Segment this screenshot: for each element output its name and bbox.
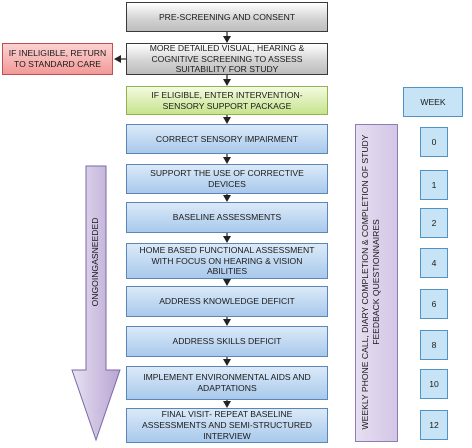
step-label: ADDRESS SKILLS DEFICIT: [172, 336, 282, 347]
step-label: HOME BASED FUNCTIONAL ASSESSMENT WITH FO…: [139, 244, 315, 277]
step-home-functional-assessment: HOME BASED FUNCTIONAL ASSESSMENT WITH FO…: [126, 243, 328, 279]
step-address-knowledge-deficit: ADDRESS KNOWLEDGE DEFICIT: [126, 286, 328, 317]
step-support-corrective-devices: SUPPORT THE USE OF CORRECTIVE DEVICES: [126, 164, 328, 194]
week-header: WEEK: [403, 87, 463, 117]
week-cell: 2: [420, 208, 448, 238]
week-cell: 6: [420, 289, 448, 319]
step-correct-sensory-impairment: CORRECT SENSORY IMPAIRMENT: [126, 124, 328, 154]
step-label: ADDRESS KNOWLEDGE DEFICIT: [159, 296, 295, 307]
ongoing-label: ONGOINGASNEEDED: [90, 217, 100, 307]
weekly-contact-line1: WEEKLY PHONE CALL, DIARY COMPLETION & CO…: [360, 134, 370, 430]
week-value: 6: [431, 299, 437, 309]
week-value: 0: [431, 137, 437, 147]
step-final-visit: FINAL VISIT- REPEAT BASELINE ASSESSMENTS…: [126, 408, 328, 443]
ongoing-arrow: [71, 165, 121, 442]
week-value: 2: [431, 218, 437, 228]
eligible-label: IF ELIGIBLE, ENTER INTERVENTION-SENSORY …: [151, 89, 303, 111]
weekly-contact-label: WEEKLY PHONE CALL, DIARY COMPLETION & CO…: [360, 124, 396, 440]
week-cell: 10: [420, 369, 448, 399]
week-cell: 4: [420, 248, 448, 278]
detailed-screening-box: MORE DETAILED VISUAL, HEARING & COGNITIV…: [126, 43, 328, 75]
weekly-contact-box: WEEKLY PHONE CALL, DIARY COMPLETION & CO…: [355, 124, 398, 442]
step-baseline-assessments: BASELINE ASSESSMENTS: [126, 202, 328, 233]
week-value: 12: [429, 420, 439, 430]
pre-screening-box: PRE-SCREENING AND CONSENT: [126, 2, 328, 32]
week-value: 4: [431, 258, 437, 268]
step-environmental-aids: IMPLEMENT ENVIRONMENTAL AIDS AND ADAPTAT…: [126, 366, 328, 400]
step-label: IMPLEMENT ENVIRONMENTAL AIDS AND ADAPTAT…: [143, 372, 311, 393]
week-value: 8: [431, 340, 437, 350]
step-address-skills-deficit: ADDRESS SKILLS DEFICIT: [126, 326, 328, 357]
step-label: SUPPORT THE USE OF CORRECTIVE DEVICES: [150, 168, 304, 189]
ineligible-box: IF INELIGIBLE, RETURN TO STANDARD CARE: [2, 43, 113, 75]
week-value: 10: [429, 379, 439, 389]
weekly-contact-line2: FEEDBACK QUESTIONNAIRES: [371, 219, 382, 345]
week-cell: 8: [420, 330, 448, 360]
detailed-screening-label: MORE DETAILED VISUAL, HEARING & COGNITIV…: [149, 42, 305, 75]
step-label: CORRECT SENSORY IMPAIRMENT: [155, 133, 299, 144]
ineligible-label: IF INELIGIBLE, RETURN TO STANDARD CARE: [8, 48, 107, 69]
week-cell: 0: [420, 127, 448, 157]
step-label: BASELINE ASSESSMENTS: [172, 212, 282, 223]
pre-screening-label: PRE-SCREENING AND CONSENT: [158, 11, 296, 22]
eligible-box: IF ELIGIBLE, ENTER INTERVENTION-SENSORY …: [126, 86, 328, 115]
week-header-label: WEEK: [420, 97, 446, 107]
week-cell: 12: [420, 410, 448, 440]
week-cell: 1: [420, 170, 448, 200]
step-label: FINAL VISIT- REPEAT BASELINE ASSESSMENTS…: [142, 409, 312, 441]
week-value: 1: [431, 180, 437, 190]
